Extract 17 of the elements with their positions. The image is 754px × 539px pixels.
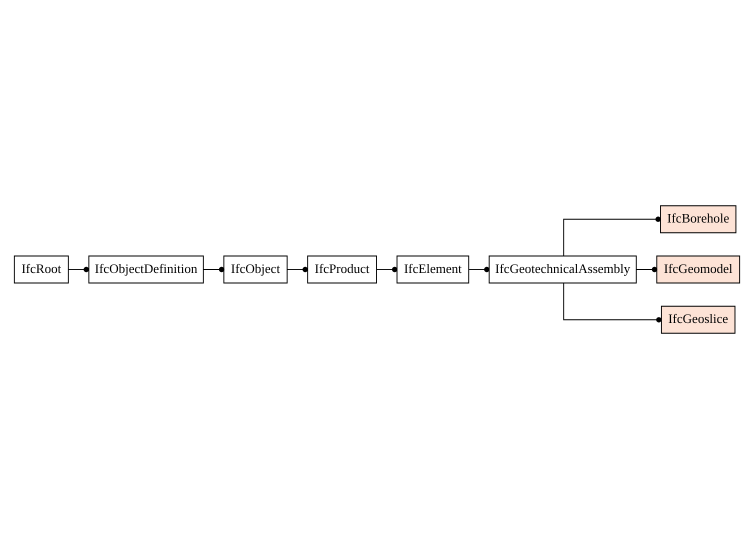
connector <box>563 216 661 256</box>
connector <box>286 266 308 272</box>
node-box: IfcBorehole <box>660 205 736 234</box>
node-box: IfcElement <box>396 256 470 284</box>
node-box: IfcRoot <box>14 256 69 284</box>
node-box: IfcGeotechnicalAssembly <box>488 256 637 284</box>
node-box: IfcObject <box>223 256 288 284</box>
connector <box>563 282 662 322</box>
node-box: IfcGeomodel <box>656 256 740 284</box>
connector <box>202 266 224 272</box>
node-box: IfcGeoslice <box>660 306 736 334</box>
connector <box>468 266 490 272</box>
node-box: IfcObjectDefinition <box>88 256 204 284</box>
connector <box>376 266 398 272</box>
connector <box>68 266 89 272</box>
node-box: IfcProduct <box>307 256 377 284</box>
connector <box>636 266 658 272</box>
